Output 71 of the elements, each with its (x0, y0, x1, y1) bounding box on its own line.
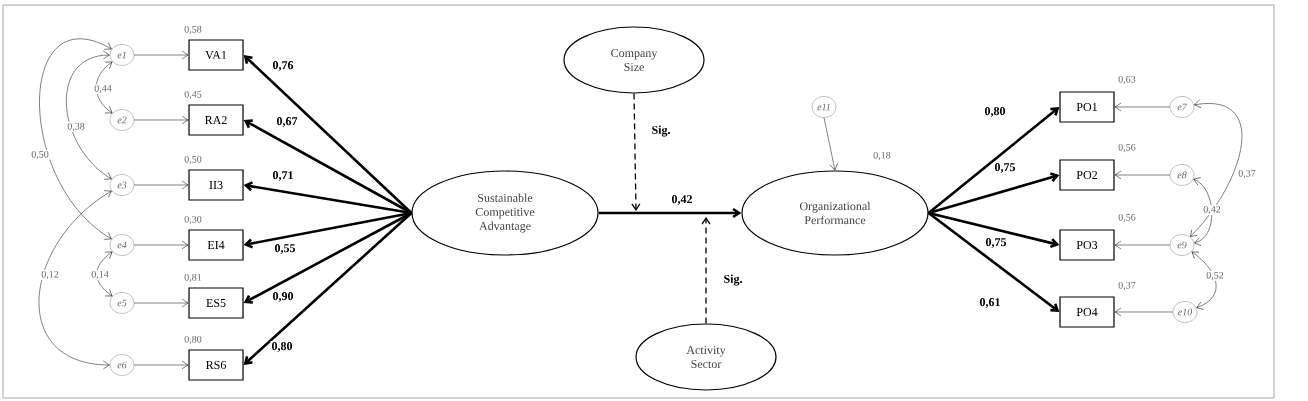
value-label: 0,63 (1118, 75, 1136, 85)
edge-label: 0,90 (271, 291, 295, 303)
arrow (133, 360, 189, 370)
arrow (928, 211, 1060, 249)
arrow (133, 50, 189, 60)
edge-label: 0,80 (270, 341, 294, 353)
edge-label: 0,14 (90, 269, 110, 281)
edge-label: 0,55 (273, 243, 297, 255)
indicator-box: PO2 (1059, 159, 1115, 191)
covariance-arrow (1191, 251, 1217, 310)
dashed-arrow (631, 92, 641, 211)
edge-label: 0,80 (983, 106, 1007, 118)
value-label: 0,18 (873, 151, 891, 161)
value-label: 0,30 (184, 215, 202, 225)
value-label: 0,45 (184, 90, 202, 100)
dashed-arrow (701, 217, 711, 325)
arrow (1114, 170, 1171, 180)
arrow (1114, 240, 1171, 250)
indicator-box: PO4 (1059, 296, 1115, 328)
indicator-box: VA1 (188, 39, 244, 71)
covariance-arrow (39, 39, 112, 240)
indicator-box: II3 (188, 169, 244, 201)
covariance-arrow (66, 50, 112, 180)
indicator-box: PO1 (1059, 91, 1115, 123)
arrow (928, 172, 1060, 215)
value-label: 0,81 (184, 273, 202, 283)
edge-label: 0,42 (670, 194, 694, 206)
value-label: 0,37 (1118, 281, 1136, 291)
value-label: 0,56 (1118, 213, 1136, 223)
arrow (823, 117, 838, 171)
edge-label: Sig. (722, 273, 744, 287)
edge-label: 0,61 (978, 297, 1002, 309)
covariance-arrow (96, 251, 113, 297)
arrow (133, 298, 189, 308)
indicator-box: ES5 (188, 287, 244, 319)
value-label: 0,56 (1118, 143, 1136, 153)
value-label: 0,58 (184, 25, 202, 35)
edge-label: 0,38 (66, 121, 86, 133)
edge-label: Sig. (650, 124, 672, 138)
value-label: 0,80 (184, 335, 202, 345)
indicator-box: RS6 (188, 349, 244, 381)
arrow (927, 107, 1060, 214)
edge-label: 0,37 (1237, 168, 1257, 180)
edge-label: 0,44 (93, 83, 113, 95)
indicator-box: PO3 (1059, 229, 1115, 261)
arrow (927, 211, 1060, 312)
arrow (133, 240, 189, 250)
arrow (598, 207, 742, 219)
indicator-box: EI4 (188, 229, 244, 261)
covariance-arrow (1190, 99, 1243, 237)
arrow (243, 55, 413, 214)
indicator-box: RA2 (188, 104, 244, 136)
arrow (133, 115, 189, 125)
arrow (243, 212, 413, 365)
covariance-arrow (1193, 177, 1213, 246)
arrow (133, 180, 189, 190)
edge-label: 0,42 (1202, 204, 1222, 216)
edge-label: 0,52 (1205, 270, 1225, 282)
value-label: 0,50 (184, 155, 202, 165)
arrow (1114, 307, 1174, 317)
edge-label: 0,67 (275, 116, 299, 128)
covariance-arrow (38, 190, 112, 370)
edge-label: 0,71 (271, 170, 295, 182)
edge-label: 0,75 (993, 162, 1017, 174)
arrow (243, 119, 413, 215)
edge-label: 0,75 (984, 237, 1008, 249)
arrow (1114, 102, 1171, 112)
edge-label: 0,50 (30, 149, 50, 161)
edge-label: 0,76 (271, 60, 295, 72)
edge-label: 0,12 (40, 269, 60, 281)
covariance-arrow (96, 61, 113, 114)
